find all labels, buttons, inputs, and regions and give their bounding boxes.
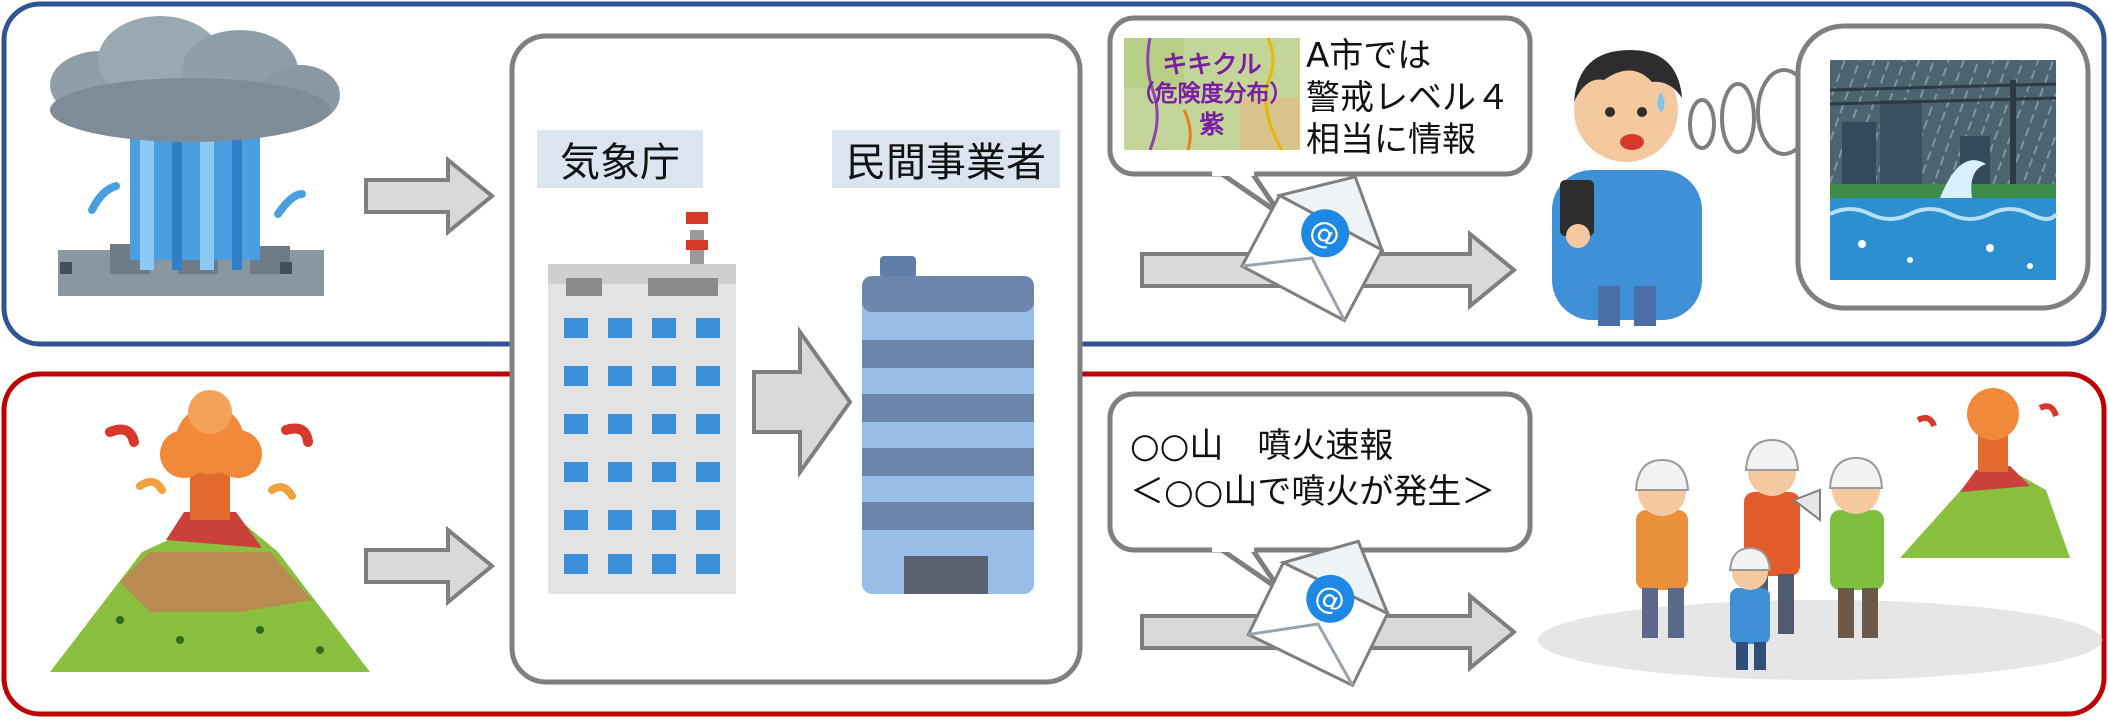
email-envelope-icon: @	[1239, 174, 1385, 323]
kikikuru-map-image	[1124, 37, 1300, 151]
thought-dot-small	[1688, 98, 1716, 150]
jma-building-windows	[564, 318, 720, 574]
private-company-label: 民間事業者	[832, 130, 1060, 188]
rain-message-line3: 相当に情報	[1306, 120, 1476, 160]
map-label-line2: （危険度分布）	[1131, 81, 1293, 107]
map-label-line1: キキクル	[1162, 50, 1262, 79]
rain-message-line1: A市では	[1306, 36, 1432, 76]
evacuating-hikers-icon	[1538, 388, 2102, 680]
arrow-jma-to-private	[752, 325, 853, 479]
flooding-town-icon	[1829, 60, 2058, 280]
map-label-line3: 紫	[1199, 110, 1225, 139]
arrow-rain-to-agency	[364, 155, 496, 237]
private-building-icon	[862, 256, 1034, 594]
heavy-rain-cloud-icon	[50, 16, 340, 296]
volcano-message-line2: ＜○○山で噴火が発生＞	[1130, 472, 1496, 512]
arrow-volcano-to-agency	[364, 525, 496, 607]
volcano-message-line1: ○○山 噴火速報	[1130, 426, 1394, 466]
erupting-volcano-icon	[50, 390, 370, 672]
jma-building-icon	[548, 212, 736, 594]
rain-message-line2: 警戒レベル４	[1306, 78, 1510, 118]
volcano-message-bubble	[1107, 391, 1533, 593]
email-envelope-icon: @	[1246, 539, 1391, 688]
jma-label: 気象庁	[537, 130, 703, 188]
man-with-smartphone-icon	[1552, 50, 1702, 326]
thought-dot-medium	[1720, 82, 1756, 154]
